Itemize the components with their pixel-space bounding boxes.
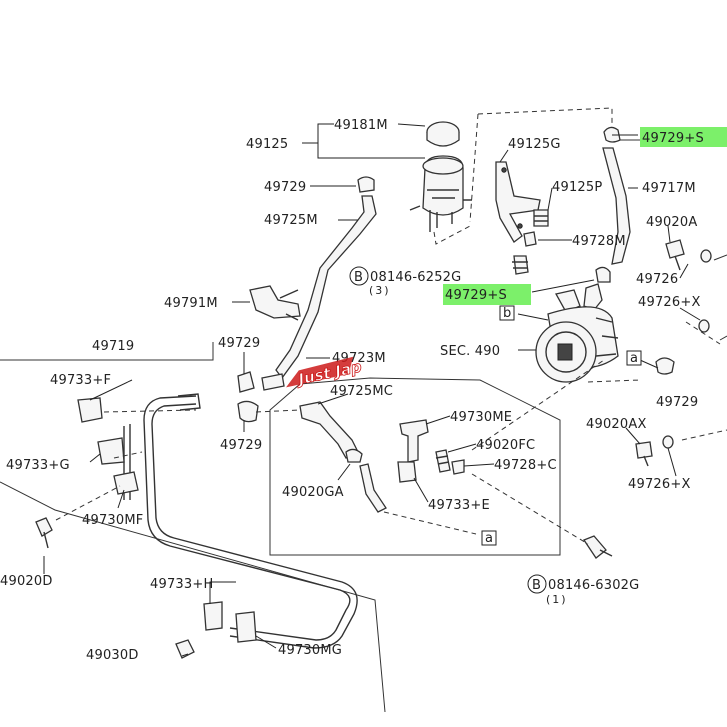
power-steering-pump — [535, 289, 619, 383]
clamp-49729-mid — [237, 371, 259, 423]
label-49125p: 49125P — [552, 180, 602, 195]
label-49730me: 49730ME — [450, 410, 512, 425]
label-49726x-a: 49726+X — [638, 295, 701, 310]
label-49728m: 49728M — [572, 234, 626, 249]
screw-49728c — [451, 459, 465, 475]
label-49729-a: 49729 — [264, 180, 306, 195]
hose-49020ga — [359, 463, 387, 513]
label-49726-a: 49726 — [636, 272, 678, 287]
label-49020ga: 49020GA — [282, 485, 344, 500]
label-49020d: 49020D — [0, 574, 53, 589]
label-08146-6302g-qty: (1) — [546, 593, 568, 606]
label-49725m: 49725M — [264, 213, 318, 228]
label-49030d: 49030D — [86, 648, 139, 663]
part-labels: 49125 49181M 49125G 49729+S 49125P 49717… — [0, 118, 704, 663]
label-ref-b: b — [503, 306, 511, 321]
label-49726x-b: 49726+X — [628, 477, 691, 492]
leader-lines — [43, 123, 727, 657]
label-49729-d: 49729 — [220, 438, 262, 453]
clip-49733e — [397, 461, 417, 483]
label-49020fc: 49020FC — [476, 438, 535, 453]
bolts-left — [35, 517, 195, 659]
label-ref-a-2: a — [485, 531, 493, 546]
label-49020a: 49020A — [646, 215, 697, 230]
grommets — [512, 209, 549, 275]
label-49125: 49125 — [246, 137, 288, 152]
label-49733e: 49733+E — [428, 498, 490, 513]
clamp-center — [583, 266, 611, 311]
hose-49717m — [602, 147, 631, 265]
label-ref-a-1: a — [630, 351, 638, 366]
pipe-assembly — [123, 393, 358, 649]
label-49733g: 49733+G — [6, 458, 70, 473]
grommet-49020fc — [435, 449, 451, 473]
label-49020ax: 49020AX — [586, 417, 647, 432]
label-49729s-top: 49729+S — [642, 131, 704, 146]
label-08146-6252g: 08146-6252G — [370, 270, 461, 285]
label-49730mg: 49730MG — [278, 643, 342, 658]
reservoir-tank — [409, 121, 472, 232]
label-49717m: 49717M — [642, 181, 696, 196]
highlight-49729s-mid — [443, 284, 531, 305]
label-08146-6302g: 08146-6302G — [548, 578, 639, 593]
label-bolt-b-1: B — [354, 270, 363, 285]
label-49730mf: 49730MF — [82, 513, 143, 528]
bracket-49791m — [249, 285, 301, 321]
hose-49725m — [261, 195, 377, 391]
label-49733f: 49733+F — [50, 373, 111, 388]
label-49729s-mid: 49729+S — [445, 288, 507, 303]
highlight-49729s-top — [640, 127, 727, 147]
label-49181m: 49181M — [334, 118, 388, 133]
clamp-49729-upper — [357, 176, 375, 193]
label-sec-490: SEC. 490 — [440, 344, 500, 359]
label-49733h: 49733+H — [150, 577, 213, 592]
reservoir-bracket — [495, 161, 541, 243]
label-08146-6252g-qty: (3) — [369, 284, 391, 297]
label-49728c: 49728+C — [494, 458, 557, 473]
label-49729-c: 49729 — [656, 395, 698, 410]
bracket-49730me — [399, 419, 429, 463]
label-49725mc: 49725MC — [330, 384, 393, 399]
label-49791m: 49791M — [164, 296, 218, 311]
hose-49725mc — [299, 401, 363, 463]
label-49729-b: 49729 — [218, 336, 260, 351]
label-49719: 49719 — [92, 339, 134, 354]
reference-markers — [349, 266, 642, 594]
label-49125g: 49125G — [508, 137, 561, 152]
label-bolt-b-2: B — [532, 578, 541, 593]
